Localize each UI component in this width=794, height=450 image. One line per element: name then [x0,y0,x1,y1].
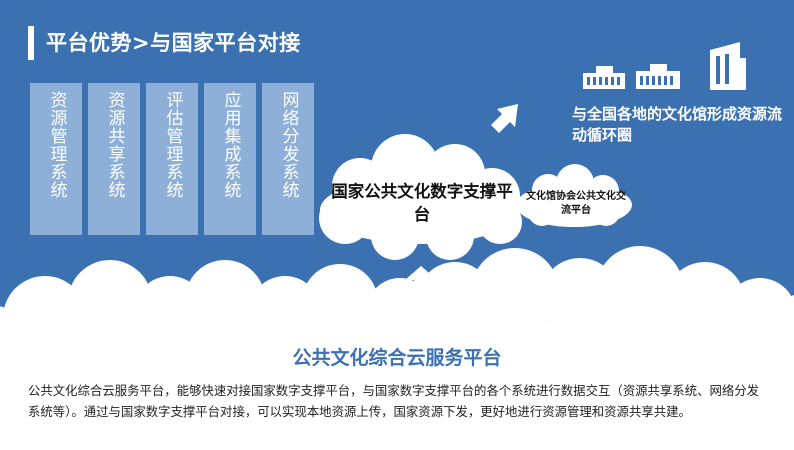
building-windows [587,77,620,85]
arrow-diagonal-icon [491,104,518,133]
system-label: 网络分发系统 [278,91,299,199]
system-label: 评估管理系统 [162,91,183,199]
system-label: 应用集成系统 [220,91,241,199]
association-platform-label: 文化馆协会公共文化交流平台 [526,191,626,216]
page-title: 平台优势>与国家平台对接 [46,31,301,55]
resource-circulation-caption: 与全国各地的文化馆形成资源流动循环圈 [572,105,783,144]
main-cloud-icon [319,134,522,260]
building-windows [716,54,729,84]
system-label: 资源共享系统 [104,91,125,199]
arrow-up-icon [405,266,437,296]
system-box-network-distribution: 网络分发系统 [262,83,314,235]
system-box-application-integration: 应用集成系统 [204,83,256,235]
title-accent-bar [28,26,34,60]
national-platform-label: 国家公共文化数字支撑平台 [331,182,513,224]
system-box-resource-sharing: 资源共享系统 [88,83,140,235]
system-label: 资源管理系统 [46,91,67,199]
building-windows [640,76,673,85]
system-box-resource-management: 资源管理系统 [30,83,82,235]
system-box-evaluation-management: 评估管理系统 [146,83,198,235]
bottom-cloud-icon [0,246,794,450]
bottom-description: 公共文化综合云服务平台，能够快速对接国家数字支撑平台，与国家数字支撑平台的各个系… [28,383,760,419]
small-cloud-icon [516,164,632,227]
bottom-title: 公共文化综合云服务平台 [292,347,502,369]
